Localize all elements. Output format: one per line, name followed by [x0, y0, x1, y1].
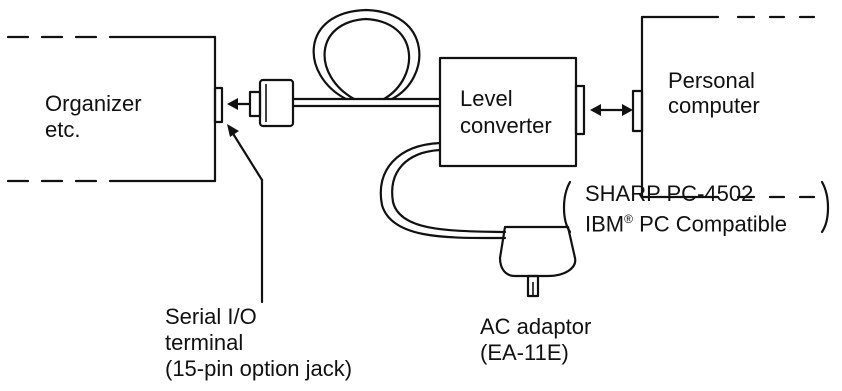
converter-label-line1: Level	[460, 86, 513, 111]
plug-arrow-left	[227, 98, 252, 110]
serial-jack	[213, 86, 224, 124]
adaptor-label-line1: AC adaptor	[480, 314, 592, 339]
serial-label-line2: terminal	[165, 330, 244, 355]
double-arrow	[590, 104, 633, 116]
converter-label-line2: converter	[460, 113, 552, 138]
compatible-line1: SHARP PC-4502	[585, 181, 754, 206]
serial-cable	[291, 8, 442, 108]
serial-pointer	[227, 124, 264, 304]
ac-adaptor-unit	[498, 225, 577, 298]
organizer-label-line2: etc.	[45, 117, 81, 142]
compatible-ibm: IBM	[585, 211, 625, 237]
organizer-label-line1: Organizer	[45, 91, 142, 116]
pc-label-line2: computer	[668, 93, 760, 118]
adaptor-label-line2: (EA-11E)	[480, 340, 569, 365]
serial-label-line3: (15-pin option jack)	[165, 356, 353, 381]
pc-label-line1: Personal	[668, 68, 755, 93]
serial-label-line1: Serial I/O	[165, 304, 257, 329]
bracket-right	[820, 180, 830, 234]
level-converter-box	[438, 56, 578, 168]
personal-computer-box	[631, 15, 816, 199]
cable-plug	[248, 78, 295, 128]
power-cord	[379, 141, 507, 240]
bracket-left	[562, 180, 572, 234]
registered-mark: ®	[624, 212, 633, 226]
converter-port	[574, 84, 586, 136]
compatible-line2: IBM® PC Compatible	[585, 207, 787, 236]
compatible-pc: PC Compatible	[632, 211, 788, 237]
